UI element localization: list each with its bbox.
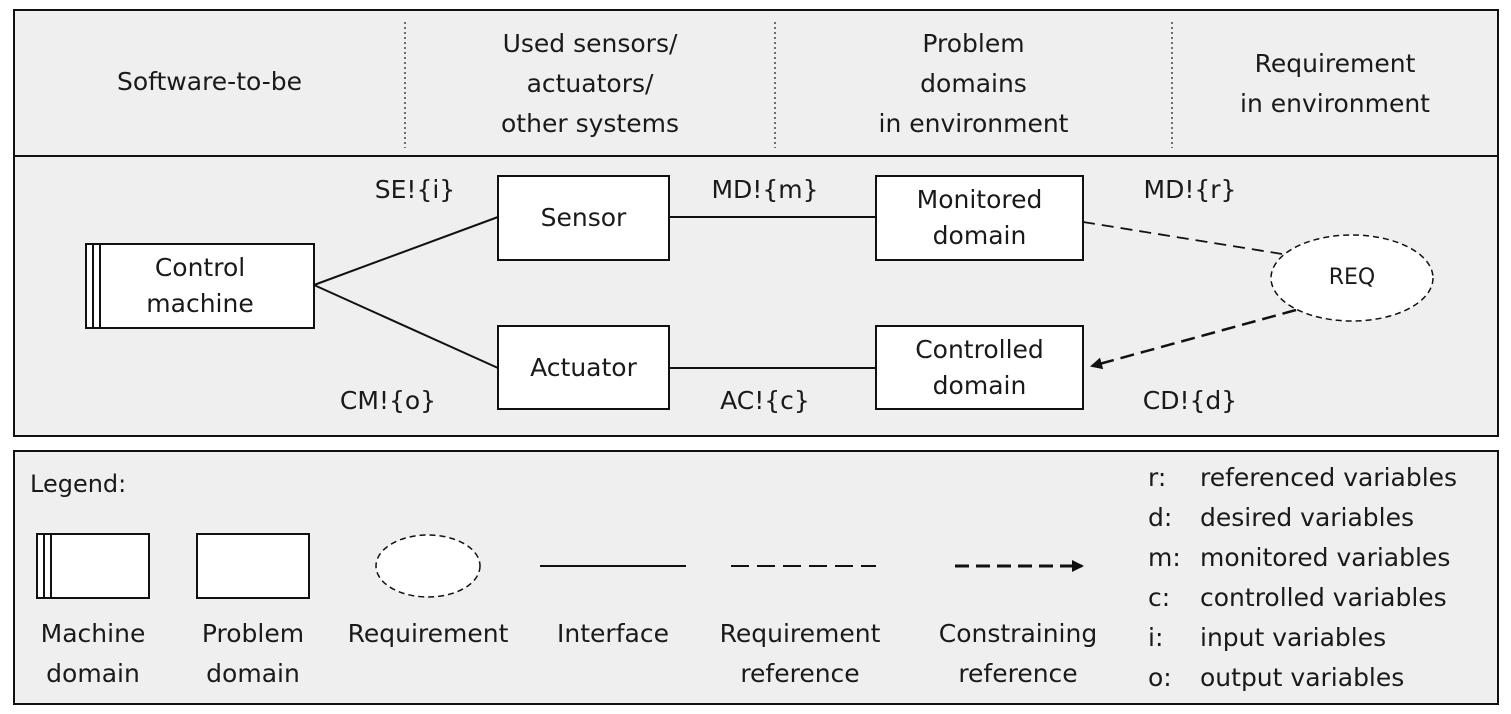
variable-key: m: [1148,543,1181,572]
controlled-domain-label: Controlled domain [915,334,1044,400]
variable-row-o: o: output variables [1148,658,1488,698]
interface-label-md-r: MD!{r} [1143,175,1237,204]
interface-machine-sensor [313,216,499,286]
req-ellipse [1270,234,1434,322]
requirement-reference-line [1082,221,1283,255]
variable-desc: controlled variables [1200,583,1447,612]
diagram-panel [13,9,1499,437]
control-machine-box [85,243,315,329]
legend-requirement-reference-label: Requirement reference [719,619,881,688]
variable-key: c: [1148,583,1171,612]
req-label: REQ [1328,265,1376,290]
header-requirement: Requirement in environment [1240,49,1430,118]
controlled-domain-box [875,325,1084,410]
actuator-box [497,325,670,410]
variable-key: o: [1148,663,1172,692]
constraining-reference-arrow [1090,308,1297,370]
monitored-domain-box [875,175,1084,261]
variable-key: i: [1148,623,1164,652]
sensor-box [497,175,670,261]
variable-desc: referenced variables [1200,463,1458,492]
variable-key: d: [1148,503,1173,532]
header-software-to-be: Software-to-be [116,67,303,96]
variable-row-i: i: input variables [1148,618,1488,658]
legend-problem-domain-label: Problem domain [201,619,305,688]
legend-title: Legend: [30,470,127,498]
interface-machine-actuator [313,284,499,369]
legend-machine-symbol [36,533,150,599]
legend-interface-label: Interface [557,619,669,648]
variable-desc: desired variables [1200,503,1415,532]
interface-label-se: SE!{i} [374,175,456,204]
header-sensors-actuators: Used sensors/ actuators/ other systems [501,29,679,138]
variable-row-m: m: monitored variables [1148,538,1488,578]
interface-label-ac: AC!{c} [720,386,810,415]
variable-desc: monitored variables [1200,543,1451,572]
monitored-domain-label: Monitored domain [916,185,1043,250]
legend-constraining-reference-label: Constraining reference [938,619,1098,688]
variable-list: r: referenced variables d: desired variabl… [1148,458,1488,698]
variable-row-c: c: controlled variables [1148,578,1488,618]
variable-key: r: [1148,463,1167,492]
interface-label-cm: CM!{o} [339,386,437,415]
legend-problem-symbol [196,533,310,599]
variable-desc: output variables [1200,663,1405,692]
control-machine-label: Control machine [146,253,254,318]
interface-label-cd: CD!{d} [1142,386,1238,415]
variable-row-r: r: referenced variables [1148,458,1488,498]
legend-requirement-symbol [375,534,481,598]
legend-machine-domain-label: Machine domain [40,619,146,688]
interface-label-md-m: MD!{m} [711,175,819,204]
header-problem-domains: Problem domains in environment [878,29,1069,138]
variable-desc: input variables [1200,623,1387,652]
variable-row-d: d: desired variables [1148,498,1488,538]
actuator-label: Actuator [530,352,637,382]
sensor-label: Sensor [540,203,627,232]
legend-requirement-label: Requirement [347,619,509,648]
